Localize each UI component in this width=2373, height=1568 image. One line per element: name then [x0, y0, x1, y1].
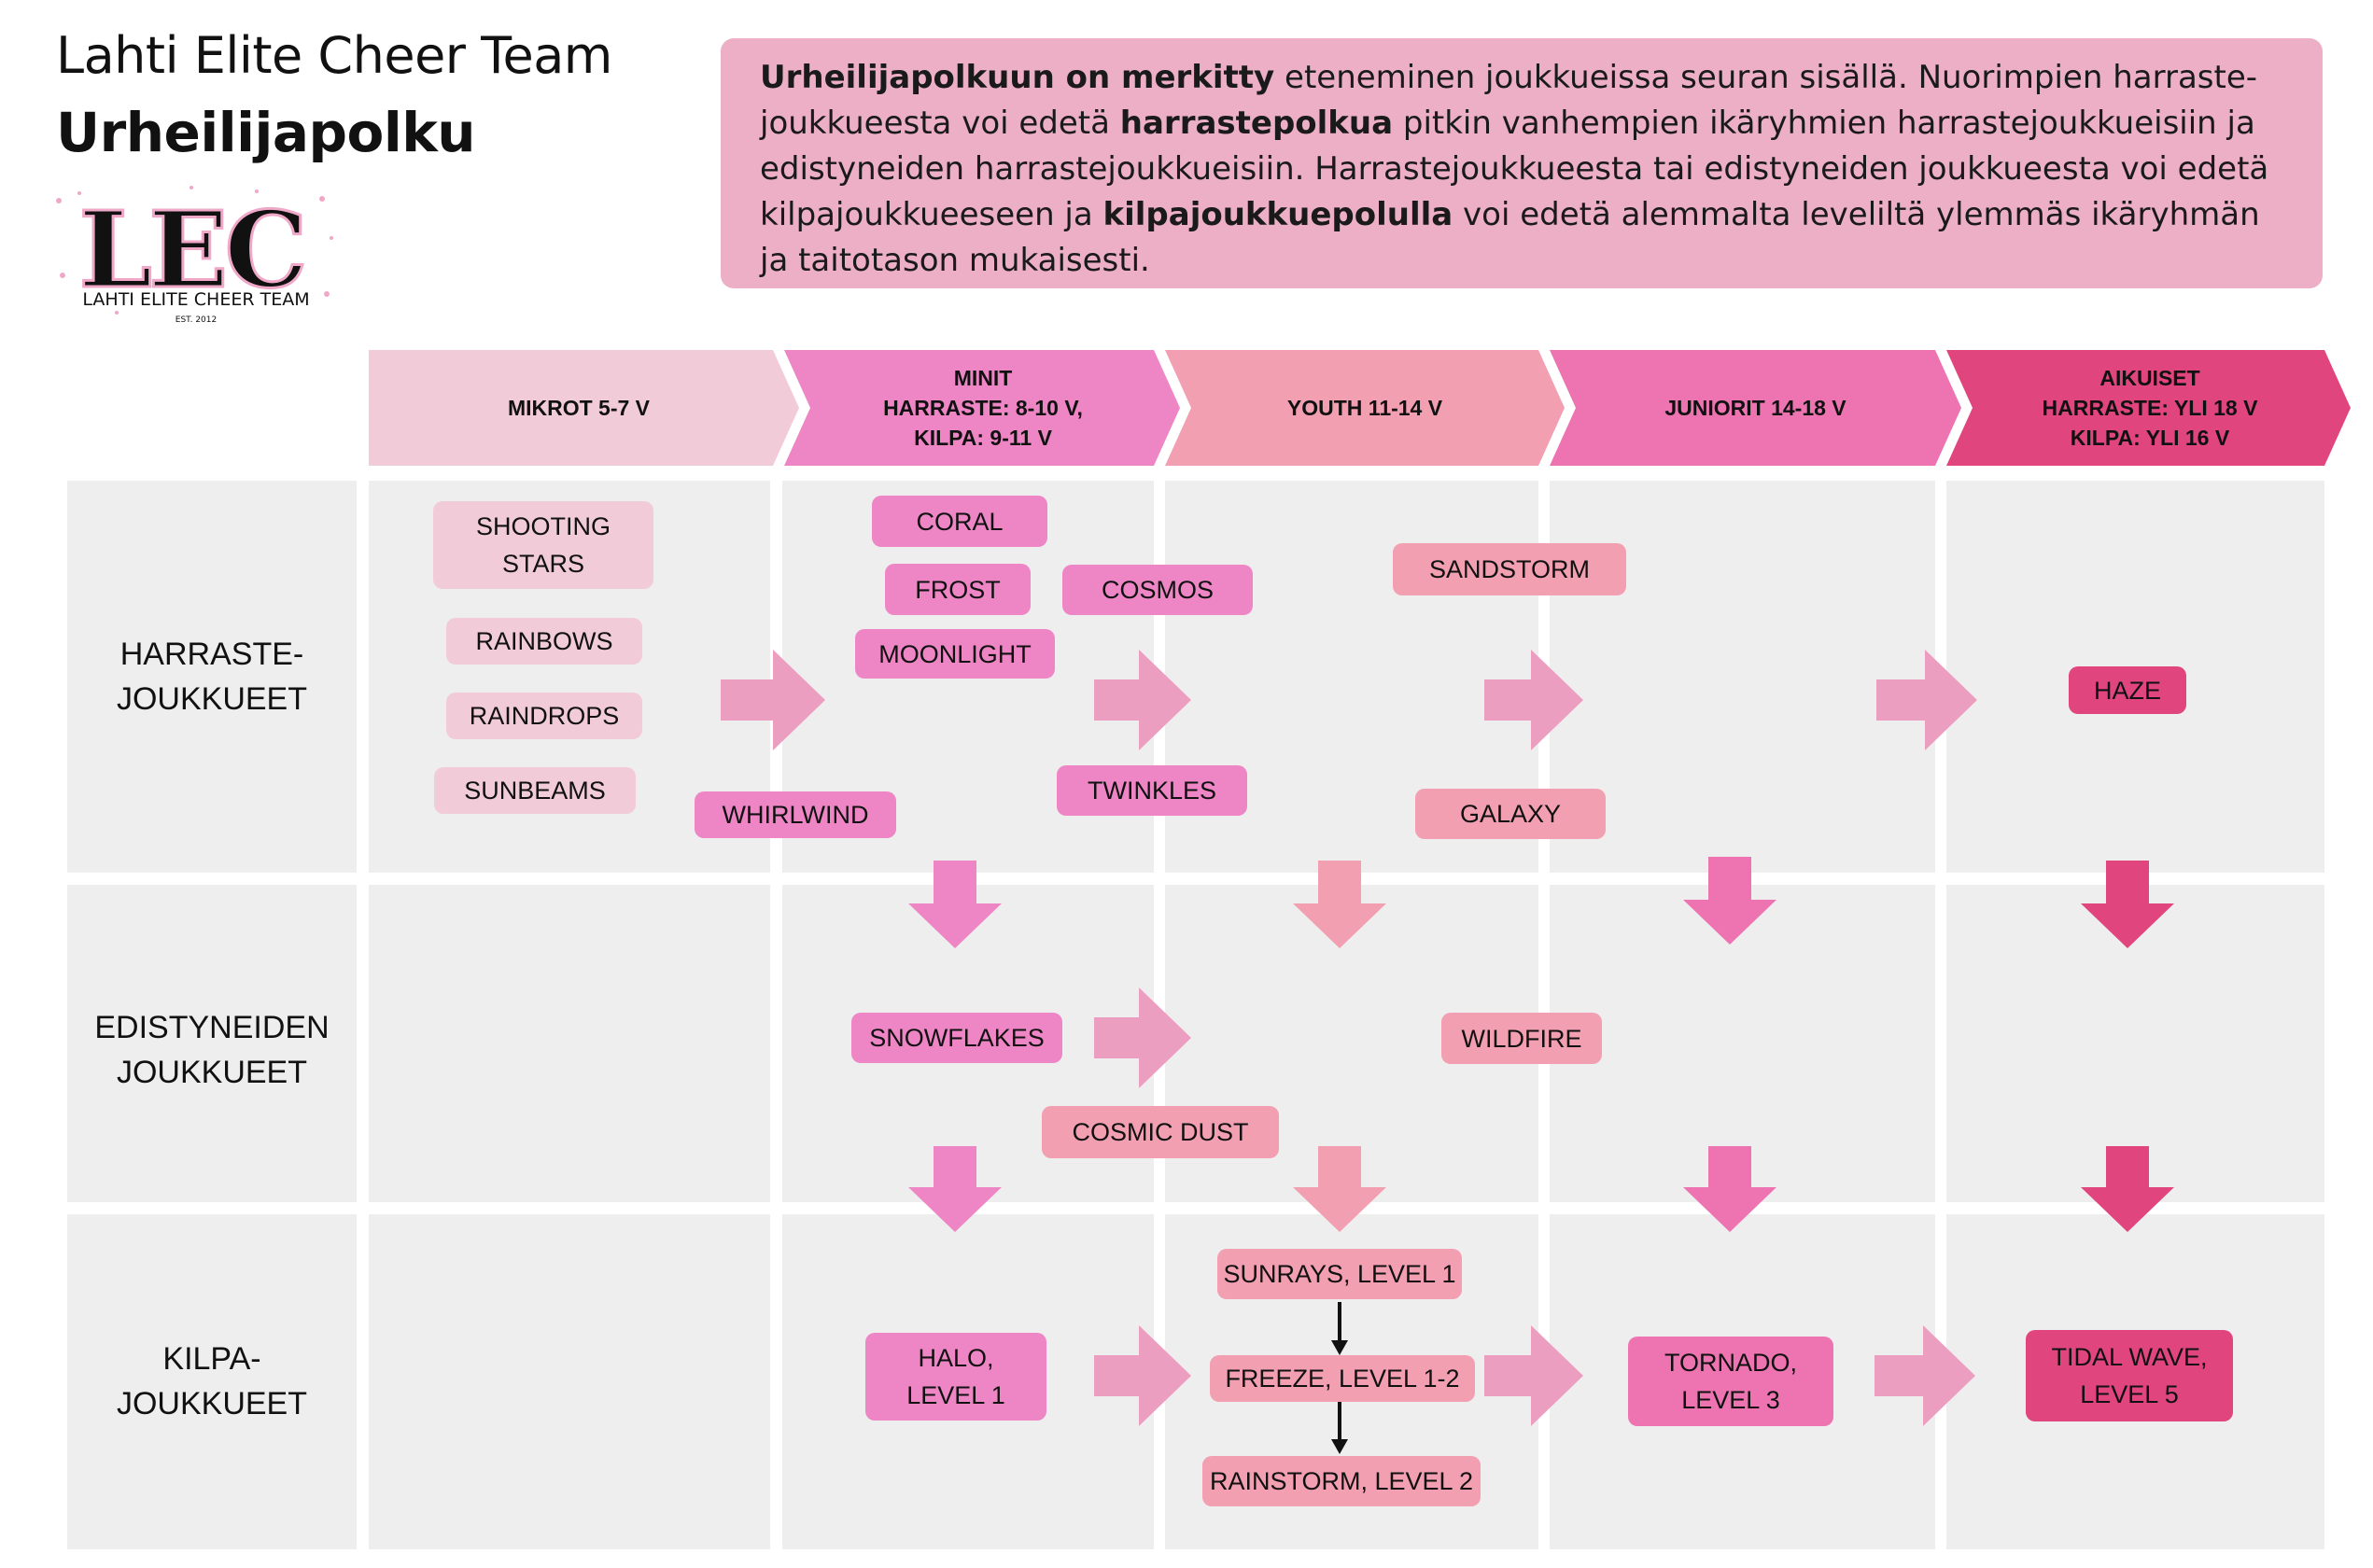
intro-bold-2: harrastepolkua	[1119, 105, 1394, 142]
age-group-juniorit-line1: JUNIORIT 14-18 V	[1664, 396, 1846, 420]
arrow-down-icon	[2081, 861, 2174, 948]
team-tornado-line2: LEVEL 3	[1681, 1386, 1780, 1414]
arrow-down-icon	[1293, 1146, 1386, 1232]
age-group-youth: YOUTH 11-14 V	[1191, 350, 1538, 466]
arrow-right-icon	[1484, 1325, 1583, 1426]
grid-cell	[67, 1214, 357, 1549]
arrow-right-icon	[1094, 1325, 1191, 1426]
team-snowflakes: SNOWFLAKES	[851, 1013, 1062, 1063]
age-group-juniorit: JUNIORIT 14-18 V	[1576, 350, 1935, 466]
arrow-down-icon	[1683, 857, 1776, 945]
arrow-down-icon	[2081, 1146, 2174, 1232]
row-label-kilpa-line1: KILPA-	[162, 1341, 261, 1377]
grid-cell	[67, 481, 357, 873]
team-wildfire: WILDFIRE	[1441, 1013, 1602, 1064]
age-group-minit: MINIT HARRASTE: 8-10 V, KILPA: 9-11 V	[810, 350, 1156, 466]
team-sunbeams: SUNBEAMS	[434, 767, 636, 814]
age-group-minit-line1: MINIT	[953, 366, 1013, 390]
team-haze: HAZE	[2069, 666, 2186, 714]
logo-text: LEC	[78, 189, 303, 312]
team-shooting-stars-line1: SHOOTING	[475, 512, 611, 540]
team-tidal-wave-line2: LEVEL 5	[2080, 1380, 2179, 1408]
chevron-aikuiset	[1946, 350, 2351, 466]
team-cosmic-dust: COSMIC DUST	[1042, 1106, 1279, 1158]
chevron-mikrot	[369, 350, 799, 466]
age-group-aikuiset-line2: HARRASTE: YLI 18 V	[2042, 396, 2258, 420]
chevron-youth	[1165, 350, 1565, 466]
team-shooting-stars: SHOOTING STARS	[433, 501, 653, 589]
age-group-youth-line1: YOUTH 11-14 V	[1286, 396, 1443, 420]
team-coral: CORAL	[872, 496, 1047, 547]
team-sunrays: SUNRAYS, LEVEL 1	[1217, 1249, 1462, 1299]
row-label-harraste-line2: JOUKKUEET	[116, 681, 308, 717]
chevron-minit	[784, 350, 1180, 466]
row-label-harraste: HARRASTE- JOUKKUEET	[67, 481, 357, 873]
age-group-mikrot-line1: MIKROT 5-7 V	[507, 396, 651, 420]
grid-cell	[369, 1214, 770, 1549]
page-title: Lahti Elite Cheer Team	[56, 26, 612, 85]
arrow-down-icon	[908, 861, 1002, 948]
intro-text-2: pitkin vanhempien ikäryhmien harrastejou…	[760, 105, 2269, 233]
team-moonlight: MOONLIGHT	[855, 629, 1055, 679]
team-shooting-stars-line2: STARS	[501, 550, 584, 578]
arrow-right-icon	[1875, 1325, 1975, 1426]
arrow-down-icon	[1293, 861, 1386, 948]
chevron-juniorit	[1550, 350, 1961, 466]
arrow-right-icon	[1094, 650, 1191, 750]
grid-cell	[67, 885, 357, 1202]
lec-logo-graphic: LEC LAHTI ELITE CHEER TEAM EST. 2012	[51, 182, 341, 336]
age-group-minit-line3: KILPA: 9-11 V	[914, 426, 1052, 450]
team-whirlwind: WHIRLWIND	[695, 791, 896, 838]
age-group-mikrot: MIKROT 5-7 V	[383, 350, 775, 466]
logo-est: EST. 2012	[176, 315, 217, 325]
arrow-right-icon	[1876, 650, 1977, 750]
team-halo: HALO, LEVEL 1	[865, 1333, 1046, 1421]
connector-arrow-icon	[1331, 1340, 1348, 1355]
connector-arrow-icon	[1331, 1439, 1348, 1454]
logo-tagline: LAHTI ELITE CHEER TEAM	[82, 289, 309, 310]
arrow-down-icon	[1683, 1146, 1776, 1232]
team-freeze: FREEZE, LEVEL 1-2	[1210, 1355, 1475, 1402]
row-label-harraste-line1: HARRASTE-	[119, 637, 304, 672]
age-group-aikuiset-line1: AIKUISET	[2099, 366, 2200, 390]
intro-text-3: voi edetä alemmalta leveliltä ylemmäs ik…	[760, 196, 2260, 279]
team-halo-line2: LEVEL 1	[906, 1381, 1005, 1409]
team-raindrops: RAINDROPS	[446, 693, 642, 739]
arrow-right-icon	[1484, 650, 1583, 750]
lec-logo: LEC LAHTI ELITE CHEER TEAM EST. 2012	[51, 182, 341, 336]
page-subtitle: Urheilijapolku	[56, 101, 476, 164]
team-sandstorm: SANDSTORM	[1393, 543, 1626, 595]
team-tornado: TORNADO, LEVEL 3	[1628, 1337, 1833, 1426]
grid-cell	[369, 885, 770, 1202]
team-rainstorm: RAINSTORM, LEVEL 2	[1202, 1456, 1481, 1506]
arrow-right-icon	[1094, 987, 1191, 1088]
age-group-minit-line2: HARRASTE: 8-10 V,	[883, 396, 1083, 420]
team-tidal-wave-line1: TIDAL WAVE,	[2051, 1343, 2208, 1371]
row-label-kilpa-line2: JOUKKUEET	[116, 1386, 308, 1421]
row-label-kilpa: KILPA- JOUKKUEET	[67, 1335, 357, 1428]
age-group-aikuiset-line3: KILPA: YLI 16 V	[2070, 426, 2230, 450]
age-group-aikuiset: AIKUISET HARRASTE: YLI 18 V KILPA: YLI 1…	[1973, 350, 2327, 466]
intro-text-1: eteneminen joukkueissa seuran sisällä. N…	[760, 59, 2258, 142]
team-tidal-wave: TIDAL WAVE, LEVEL 5	[2026, 1330, 2233, 1421]
team-galaxy: GALAXY	[1415, 789, 1606, 839]
arrow-right-icon	[721, 650, 825, 750]
intro-text-box: Urheilijapolkuun on merkitty eteneminen …	[721, 38, 2323, 288]
arrow-down-icon	[908, 1146, 1002, 1232]
team-frost: FROST	[885, 564, 1031, 615]
team-cosmos: COSMOS	[1062, 565, 1253, 615]
row-label-edistyneet-line2: JOUKKUEET	[116, 1055, 308, 1090]
team-halo-line1: HALO,	[918, 1344, 994, 1372]
intro-bold-3: kilpajoukkuepolulla	[1102, 196, 1453, 233]
row-label-edistyneet-line1: EDISTYNEIDEN	[94, 1010, 330, 1045]
row-label-edistyneet: EDISTYNEIDEN JOUKKUEET	[67, 1003, 357, 1097]
team-tornado-line1: TORNADO,	[1664, 1349, 1797, 1377]
team-rainbows: RAINBOWS	[446, 618, 642, 665]
intro-bold-1: Urheilijapolkuun on merkitty	[760, 59, 1275, 96]
team-twinkles: TWINKLES	[1057, 765, 1247, 816]
